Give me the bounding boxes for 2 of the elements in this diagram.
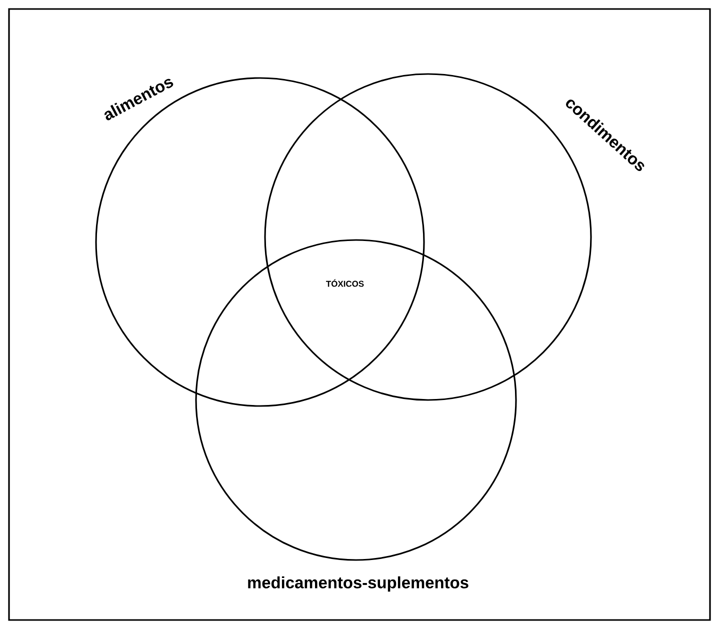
set-label: medicamentos-suplementos	[248, 576, 468, 592]
region-label: TÓXICOS	[326, 279, 364, 287]
